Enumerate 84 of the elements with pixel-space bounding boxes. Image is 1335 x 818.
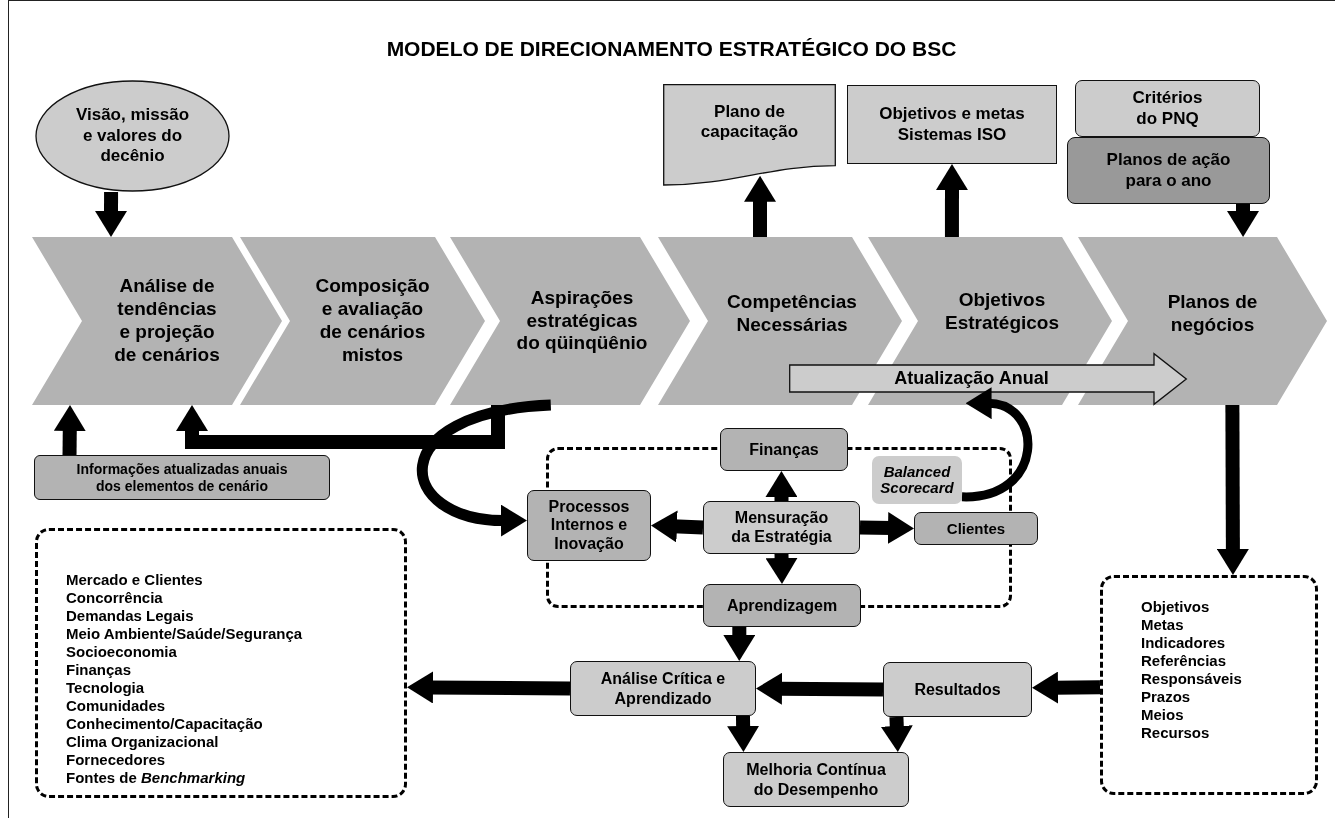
output-box <box>847 85 1057 164</box>
vision-ellipse <box>35 80 230 192</box>
block-arrow <box>407 671 571 704</box>
perspective-box <box>720 428 848 471</box>
list-item: Demandas Legais <box>66 607 194 625</box>
block-arrow <box>936 164 968 237</box>
process-box <box>883 662 1032 717</box>
block-arrow <box>756 672 884 705</box>
block-arrow <box>880 716 913 752</box>
box-label: Critérios do PNQ <box>1131 88 1204 129</box>
method-tag <box>872 456 962 504</box>
dashed-list-box <box>1100 575 1318 795</box>
perspective-box <box>703 584 861 627</box>
block-arrow <box>651 510 704 543</box>
box-label: Mensuração da Estratégia <box>730 509 833 546</box>
process-box <box>723 752 909 807</box>
list-item: Objetivos <box>1141 598 1210 616</box>
box-label: Objetivos e metas Sistemas ISO <box>878 104 1026 145</box>
criteria-box <box>1075 80 1260 137</box>
document-label: Plano de capacitação <box>699 101 800 143</box>
block-arrow <box>53 405 86 456</box>
step-label: Aspirações estratégicas do qüinqüênio <box>515 286 649 356</box>
tag-label: Balanced Scorecard <box>879 463 955 497</box>
block-arrow <box>727 715 760 752</box>
step-label: Composição e avaliação de cenários mistos <box>314 275 431 367</box>
list-item: Tecnologia <box>66 679 145 697</box>
box-label: Análise Crítica e Aprendizado <box>599 669 727 708</box>
block-arrow <box>859 512 914 544</box>
list-item: Concorrência <box>66 589 163 607</box>
process-box <box>570 661 756 716</box>
list-item: Responsáveis <box>1141 670 1242 688</box>
box-label: Clientes <box>946 519 1006 538</box>
list-item: Clima Organizacional <box>66 733 219 751</box>
curved-arrow <box>961 387 1033 502</box>
process-step-shape <box>450 237 690 405</box>
step-label: Competências Necessárias <box>726 291 858 337</box>
box-label: Planos de ação para o ano <box>1105 150 1232 191</box>
box-label: Informações atualizadas anuais dos elementos de cenário <box>75 460 289 495</box>
list-item: Conhecimento/Capacitação <box>66 715 263 733</box>
list-item: Fornecedores <box>66 751 166 769</box>
block-arrow <box>744 175 777 237</box>
process-step-shape <box>32 237 282 405</box>
action-plan-box <box>1067 137 1270 204</box>
step-label: Análise de tendências e projeção de cenários <box>113 275 221 367</box>
block-arrow <box>1032 671 1101 704</box>
box-label: Resultados <box>914 679 1001 700</box>
list-item: Comunidades <box>66 697 166 715</box>
list-item: Fontes de Benchmarking <box>66 769 246 787</box>
info-box <box>34 455 330 500</box>
list-item: Socioeconomia <box>66 643 177 661</box>
block-arrow-shape <box>789 353 1187 405</box>
list-item: Meio Ambiente/Saúde/Segurança <box>66 625 303 643</box>
block-arrow <box>95 192 128 237</box>
list-item: Metas <box>1141 616 1184 634</box>
process-step-shape <box>240 237 485 405</box>
dashed-list-box <box>35 528 407 798</box>
box-label: Finanças <box>749 439 819 460</box>
process-step-shape <box>1078 237 1327 405</box>
perspective-box <box>527 490 651 561</box>
box-label: Processos Internos e Inovação <box>547 497 631 554</box>
block-arrow <box>1216 404 1249 575</box>
step-label: Planos de negócios <box>1166 291 1259 337</box>
ellipse-label: Visão, missão e valores do decênio <box>74 105 191 167</box>
perspective-box <box>914 512 1038 545</box>
box-label: Melhoria Contínua do Desempenho <box>745 760 887 799</box>
diagram-title: MODELO DE DIRECIONAMENTO ESTRATÉGICO DO BSC <box>385 36 958 62</box>
block-arrow <box>176 405 505 449</box>
list-item: Finanças <box>66 661 132 679</box>
step-label: Objetivos Estratégicos <box>943 289 1060 335</box>
box-label: Aprendizagem <box>726 595 838 616</box>
center-box <box>703 501 860 554</box>
list-item: Prazos <box>1141 688 1191 706</box>
document-shape <box>663 84 836 186</box>
list-item: Recursos <box>1141 724 1210 742</box>
block-arrow <box>1227 203 1259 237</box>
curved-arrow <box>417 399 552 537</box>
block-arrow <box>723 626 756 661</box>
list-item: Indicadores <box>1141 634 1226 652</box>
arrow-label: Atualização Anual <box>894 368 1049 390</box>
list-item: Mercado e Clientes <box>66 571 203 589</box>
list-item: Referências <box>1141 652 1227 670</box>
block-arrow <box>765 471 798 502</box>
block-arrow <box>765 553 798 584</box>
list-item: Meios <box>1141 706 1184 724</box>
